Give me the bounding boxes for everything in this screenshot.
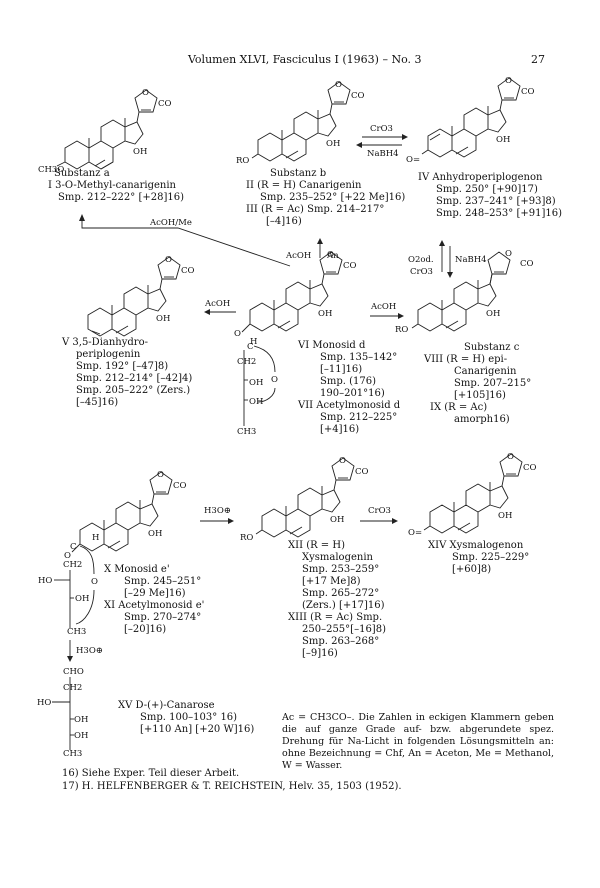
footnote-16: 16) Siehe Exper. Teil dieser Arbeit. (62, 768, 240, 779)
structure-IV (421, 76, 535, 158)
structure-VIII: OH (411, 251, 511, 332)
svg-text:O=: O= (408, 528, 422, 538)
svg-text:OH: OH (249, 397, 263, 407)
label-viii: Substanz c VIII (R = H) epi- Canarigenin… (424, 342, 532, 425)
svg-text:HO: HO (37, 698, 51, 708)
svg-text:H: H (250, 337, 257, 347)
label-vi: VI Monosid d Smp. 135–142° [–11]16) Smp.… (298, 340, 401, 435)
svg-text:CH3: CH3 (237, 427, 256, 437)
svg-text:RO: RO (240, 533, 253, 543)
label-iv: IV Anhydroperiplogenon Smp. 250° [+90]17… (418, 172, 562, 219)
structure-II (251, 80, 365, 162)
structure-X (71, 470, 187, 553)
abbreviation-note: Ac = CH3CO–. Die Zahlen in eckigen Klamm… (282, 712, 554, 771)
svg-text:C: C (70, 542, 77, 552)
svg-text:O2od.: O2od. (408, 255, 434, 265)
label-x: X Monosid e' Smp. 245–251° [–29 Me]16) X… (104, 564, 205, 635)
svg-text:OH: OH (486, 309, 500, 319)
label-substanz-a: Substanz a I 3-O-Methyl-canarigenin Smp.… (48, 168, 184, 203)
structure-XIV (423, 452, 537, 534)
svg-text:CH2: CH2 (237, 357, 256, 367)
svg-text:AcOH/Me: AcOH/Me (149, 218, 192, 228)
svg-text:CH2: CH2 (63, 560, 82, 570)
svg-text:O: O (271, 375, 278, 385)
svg-text:H3O⊕: H3O⊕ (76, 646, 103, 656)
svg-text:RO: RO (395, 325, 408, 335)
svg-text:O: O (505, 249, 512, 259)
svg-text:AcOH: AcOH (285, 251, 311, 261)
structure-VI (241, 250, 357, 333)
label-xv: XV D-(+)-Canarose Smp. 100–103° 16) [+11… (118, 700, 255, 735)
svg-text:CrO3: CrO3 (368, 506, 391, 516)
svg-text:O: O (234, 329, 241, 339)
structure-I (56, 88, 172, 170)
svg-text:HO: HO (38, 576, 52, 586)
svg-text:H: H (92, 533, 99, 543)
label-xii: XII (R = H) Xysmalogenin Smp. 253–259° [… (288, 540, 386, 659)
structure-XII (255, 456, 369, 538)
svg-text:CH3: CH3 (67, 627, 86, 637)
running-header: Volumen XLVI, Fasciculus I (1963) – No. … (188, 53, 422, 66)
svg-text:OH: OH (75, 594, 89, 604)
label-v: V 3,5-Dianhydro- periplogenin Smp. 192° … (62, 337, 193, 408)
ch3o-label: CH3O (38, 165, 64, 175)
svg-text:O: O (91, 577, 98, 587)
svg-text:CH2: CH2 (63, 683, 82, 693)
footnote-17: 17) H. HELFENBERGER & T. REICHSTEIN, Hel… (62, 781, 402, 792)
svg-text:CHO: CHO (63, 667, 84, 677)
svg-text:CrO3: CrO3 (410, 267, 433, 277)
svg-text:AcOH: AcOH (204, 299, 230, 309)
label-xiv: XIV Xysmalogenon Smp. 225–229° [+60]8) (428, 540, 530, 575)
svg-text:CH3: CH3 (63, 749, 82, 759)
svg-text:AcOH: AcOH (370, 302, 396, 312)
label-substanz-b: Substanz b II (R = H) Canarigenin Smp. 2… (246, 168, 406, 227)
svg-text:NaBH4: NaBH4 (367, 149, 399, 159)
structure-V (87, 255, 195, 337)
svg-text:CrO3: CrO3 (370, 124, 393, 134)
svg-text:CO: CO (520, 259, 534, 269)
svg-text:OH: OH (74, 715, 88, 725)
svg-text:C: C (247, 342, 254, 352)
svg-text:O=: O= (406, 155, 420, 165)
svg-text:H3O⊕: H3O⊕ (204, 506, 231, 516)
svg-text:RO: RO (236, 156, 249, 166)
svg-text:NaBH4: NaBH4 (455, 255, 487, 265)
page-number: 27 (531, 53, 545, 66)
svg-text:OH: OH (249, 378, 263, 388)
svg-text:O: O (64, 551, 71, 561)
svg-text:OH: OH (74, 731, 88, 741)
